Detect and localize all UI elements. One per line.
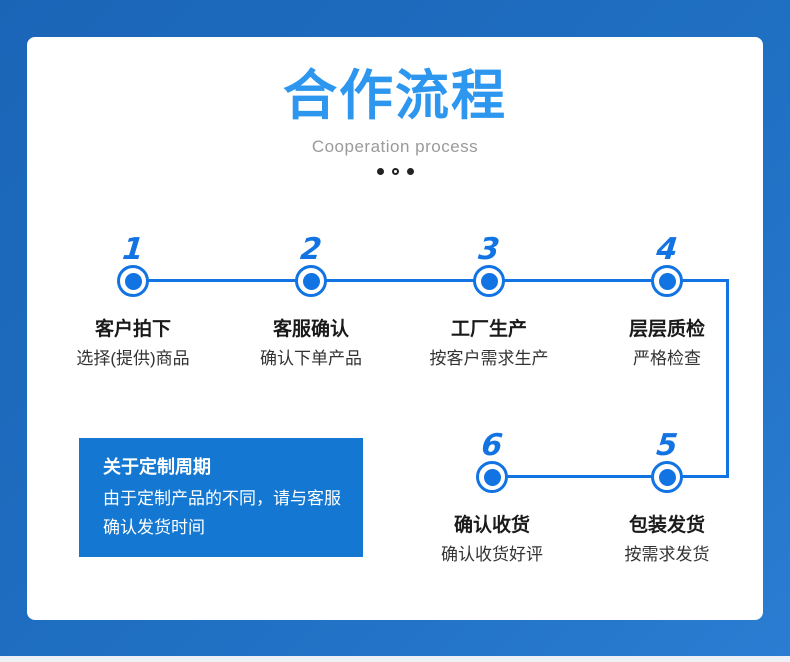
step-description: 确认下单产品 — [260, 349, 362, 368]
step-description: 严格检查 — [633, 349, 701, 368]
node-dot-icon — [480, 272, 498, 290]
bottom-strip — [0, 656, 790, 662]
step-description: 按客户需求生产 — [429, 349, 549, 368]
custom-period-notice: 关于定制周期 由于定制产品的不同，请与客服确认发货时间 — [79, 438, 363, 557]
carousel-dot-filled — [376, 168, 384, 175]
process-step-2: 2 客服确认 确认下单产品 — [226, 232, 396, 395]
step-title: 客服确认 — [272, 319, 349, 340]
process-step-3: 3 工厂生产 按客户需求生产 — [404, 232, 574, 395]
step-node-icon — [117, 265, 149, 297]
step-description: 确认收货好评 — [441, 545, 543, 564]
process-step-6: 6 确认收货 确认收货好评 — [407, 428, 577, 591]
page-title: 合作流程 — [283, 66, 507, 126]
step-number: 1 — [120, 232, 146, 267]
step-node-icon — [651, 265, 683, 297]
notice-title: 关于定制周期 — [103, 457, 211, 477]
step-title: 客户拍下 — [94, 319, 171, 340]
step-description: 选择(提供)商品 — [76, 349, 190, 368]
node-dot-icon — [483, 468, 501, 486]
step-number: 2 — [298, 232, 324, 267]
connector-line-bottom — [492, 475, 729, 478]
step-node-icon — [651, 461, 683, 493]
carousel-dot-hollow — [391, 168, 399, 175]
step-node-icon — [473, 265, 505, 297]
node-dot-icon — [658, 272, 676, 290]
process-step-5: 5 包装发货 按需求发货 — [582, 428, 752, 591]
page-subtitle: Cooperation process — [311, 137, 479, 156]
process-card: 合作流程 Cooperation process 1 客户拍下 选择(提供)商品… — [27, 37, 763, 620]
step-number: 3 — [476, 232, 502, 267]
step-node-icon — [295, 265, 327, 297]
step-node-icon — [476, 461, 508, 493]
step-title: 确认收货 — [453, 515, 530, 536]
node-dot-icon — [658, 468, 676, 486]
step-title: 工厂生产 — [450, 319, 527, 340]
connector-line-top — [133, 279, 729, 282]
step-title: 包装发货 — [628, 515, 705, 536]
connector-line-right — [726, 279, 729, 478]
carousel-dot-filled — [406, 168, 414, 175]
process-step-1: 1 客户拍下 选择(提供)商品 — [48, 232, 218, 395]
step-number: 4 — [654, 232, 680, 267]
step-title: 层层质检 — [628, 319, 705, 340]
node-dot-icon — [124, 272, 142, 290]
step-description: 按需求发货 — [624, 545, 710, 564]
notice-body: 由于定制产品的不同，请与客服确认发货时间 — [103, 489, 341, 537]
process-step-4: 4 层层质检 严格检查 — [582, 232, 752, 395]
step-number: 6 — [479, 428, 505, 463]
carousel-dots — [27, 168, 763, 175]
node-dot-icon — [302, 272, 320, 290]
